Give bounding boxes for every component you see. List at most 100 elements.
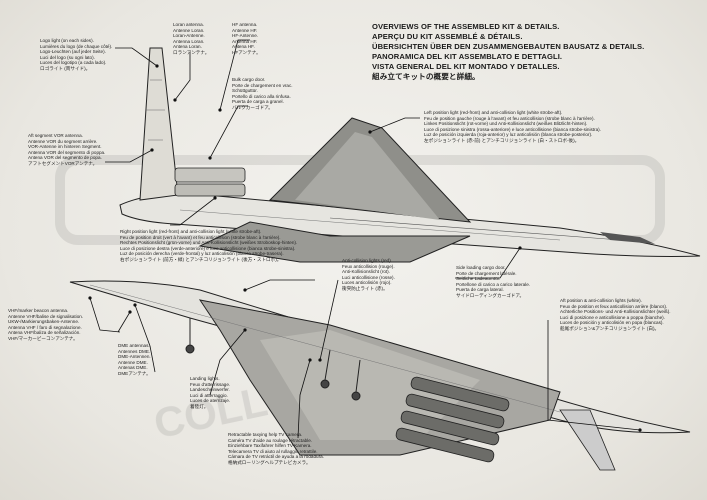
callout-line: Cámara de TV retráctil de ayuda a la rod… (228, 454, 324, 460)
landing-gear (185, 318, 361, 401)
callout-line: Anti-Kollisionslicht (rot). (342, 269, 390, 275)
aircraft-top-view (119, 47, 701, 263)
callout-line: Antenne VOR du segment arrière. (28, 138, 98, 144)
callout-line: Luci di atterraggio. (190, 392, 228, 398)
callout-line: Telecamera TV di aiuto al rullaggio retr… (228, 448, 318, 454)
callout-line: Antena VHF/baliza de señalización. (8, 330, 81, 336)
callout-line: Anti-collision lights (red). (342, 258, 393, 263)
callout-line: Antenna Loran. (173, 38, 205, 44)
callout-line: DMEアンテナ。 (118, 370, 151, 376)
callout-line: Luci del logo (su ogni lato). (40, 54, 95, 60)
callout-line: Luz de posición izquierda (roja-anterior… (424, 132, 593, 138)
callout-line: UKW-/Markierungsbaken-Antenne. (8, 319, 80, 325)
title-de: ÜBERSICHTEN ÜBER DEN ZUSAMMENGEBAUTEN BA… (372, 42, 645, 51)
callout-line: Antennes DME. (118, 348, 151, 354)
callout-line: Antenne Loran. (173, 27, 205, 33)
callout-line: Antenna HF. (232, 38, 258, 44)
title-fr: APERÇU DU KIT ASSEMBLÉ & DÉTAILS. (372, 32, 523, 41)
title-it: PANORAMICA DEL KIT ASSEMBLATO E DETTAGLI… (372, 52, 563, 61)
callout-line: Left position light (red-front) and anti… (424, 110, 563, 115)
engine-pods (395, 376, 510, 463)
callout-line: Feux de position et feux anticollision a… (560, 303, 668, 309)
callout-line: 右ポジションライト (前方・緑) とアンチコリジョンライト (後方・ストロボ)。 (120, 256, 282, 262)
callout-line: Antenne HF. (232, 27, 258, 33)
callout-line: Feu de position droit (vert à l'avant) e… (120, 234, 281, 240)
callout-line: Seitliche Ladeaumtür. (456, 276, 501, 282)
callout-line: Right position light (red-front) and ant… (120, 229, 262, 234)
callout-line: Landescheinwerfer. (190, 387, 230, 393)
callout-dme-antennas: DME antennas.Antennes DME.DME-Antennen.A… (118, 343, 151, 377)
callout-bulk-cargo-door: Bulk cargo door.Porte de chargement en v… (232, 77, 293, 111)
callout-line: バルクカーゴドア。 (232, 104, 273, 110)
callout-line: HF-Antenne. (232, 33, 259, 39)
callout-line: Luci anticollisione (rosse). (342, 274, 395, 280)
callout-line: Antenne DME. (118, 359, 148, 365)
callout-line: DME antennas. (118, 343, 150, 348)
callout-line: ロランアンテナ。 (173, 49, 210, 55)
callout-line: Luci di posizione e anticollisione a pop… (560, 314, 665, 320)
callout-line: 左ポジションライト (赤-前) とアンチコリジョンライト (白・ストロボ-後)。 (424, 137, 580, 143)
callout-line: Einziehbare Taxifahrer hilfen TV-Kamera. (228, 443, 312, 449)
callout-line: Antena Loran. (173, 44, 202, 50)
callout-line: Luces de posición y anticolisión en popa… (560, 320, 664, 326)
callout-line: Aft segment VOR antenna. (28, 133, 83, 138)
callout-loran-antenna: Loran antenna.Antenne Loran.Loran-Antenn… (173, 22, 209, 56)
title-en: OVERVIEWS OF THE ASSEMBLED KIT & DETAILS… (372, 22, 560, 31)
callout-line: Logo-Leuchten (auf jeder Seite). (40, 49, 106, 55)
leader-dots (88, 64, 642, 432)
callout-line: Portello di carico alla rinfusa. (232, 93, 291, 99)
callout-line: VHF/marker beacon antenna. (8, 308, 69, 313)
callout-landing-lights: Landing lights.Feux d'atterrissage.Lande… (190, 376, 230, 410)
callout-line: HFアンテナ。 (232, 49, 261, 55)
callout-line: Antenne VHF/balise de signalisation. (8, 313, 84, 319)
callout-line: DME-Antennen. (118, 354, 151, 360)
callout-line: Landing lights. (190, 376, 220, 381)
callout-line: Porte de chargement en vrac. (232, 82, 293, 88)
callout-taxying-camera: Retractable taxying help TV camera.Camér… (228, 432, 324, 466)
callout-line: Loran antenna. (173, 22, 204, 27)
callout-line: Lumières du logo (de chaque côté). (40, 43, 113, 49)
leader-lines (89, 39, 641, 439)
callout-line: Linkes Positionslicht (rot-vorne) und An… (424, 121, 588, 127)
callout-line: Antenna VHF / faro di segnalazione. (8, 324, 82, 330)
callout-line: HF antenna. (232, 22, 258, 27)
callout-line: Luz de posición derecha (verde-frontal) … (120, 251, 284, 257)
callout-logo-light: Logo light (on each sides).Lumières du l… (40, 38, 112, 72)
sheet-title: OVERVIEWS OF THE ASSEMBLED KIT & DETAILS… (372, 22, 702, 82)
callout-line: Luce di posizione destra (verde-anterior… (120, 245, 296, 251)
callout-line: Side loading cargo door. (456, 265, 506, 270)
callout-line: Antenna VOR del segmento di poppa. (28, 149, 106, 155)
callout-line: 格納式ローリングヘルプテレビカメラ。 (228, 459, 311, 465)
callout-aft-position-lights: Aft position & anti-collision lights (wh… (560, 298, 671, 332)
callout-line: VHF/マーカービーコンアンテナ。 (8, 335, 78, 341)
callout-line: Logo light (on each sides). (40, 38, 94, 43)
callout-line: Schüttguttür. (232, 88, 258, 94)
callout-line: Puerta de carga lateral. (456, 287, 504, 293)
callout-line: Antena VOR del segmento de popa. (28, 155, 102, 161)
callout-line: ロゴライト (両サイド)。 (40, 65, 91, 71)
callout-line: Antenas DME. (118, 365, 148, 371)
callout-left-position-light: Left position light (red-front) and anti… (424, 110, 601, 144)
callout-line: Antena HF. (232, 44, 255, 50)
callout-vhf-marker-antenna: VHF/marker beacon antenna.Antenne VHF/ba… (8, 308, 83, 342)
callout-line: Feux anticollision (rouge). (342, 263, 395, 269)
callout-line: Retractable taxying help TV camera. (228, 432, 303, 437)
callout-line: Luces de aterrizaje. (190, 398, 231, 404)
callout-line: Aft position & anti-collision lights (wh… (560, 298, 642, 303)
callout-line: 着陸灯。 (190, 403, 209, 409)
callout-line: アフトセグメントVORアンテナ。 (28, 160, 98, 166)
callout-line: Caméra TV d'aide au roulage rétractable. (228, 437, 313, 443)
callout-line: 船尾ポジション&アンチコリジョンライト (白)。 (560, 325, 660, 331)
callout-aft-vor-antenna: Aft segment VOR antenna.Antenne VOR du s… (28, 133, 105, 167)
callout-line: Achterliche Positions- und Anti-Kollisio… (560, 309, 671, 315)
callout-line: 衝突防止ライト (赤)。 (342, 285, 388, 291)
callout-anti-collision-lights: Anti-collision lights (red).Feux anticol… (342, 258, 395, 292)
callout-line: Puerta de carga a granel. (232, 99, 284, 105)
callout-line: サイドローディングカーゴドア。 (456, 292, 525, 298)
callout-line: Feux d'atterrissage. (190, 381, 231, 387)
callout-line: VOR-Antenne im hinteren Segment. (28, 144, 102, 150)
callout-line: Portellone di carico a carico laterale. (456, 281, 531, 287)
callout-right-position-light: Right position light (red-front) and ant… (120, 229, 297, 263)
